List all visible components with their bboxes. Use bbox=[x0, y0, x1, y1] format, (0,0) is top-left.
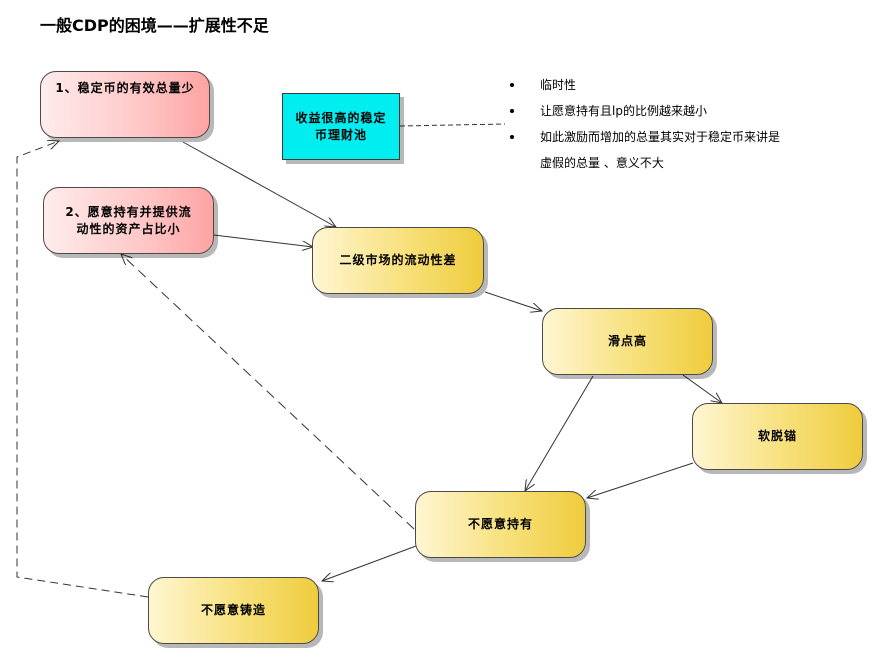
arrow-supply-to-liquidity bbox=[182, 141, 336, 227]
node-liquidity[interactable]: 二级市场的流动性差 bbox=[312, 227, 484, 294]
node-yield-pool-label: 收益很高的稳定币理财池 bbox=[295, 110, 387, 142]
node-liquidity-label: 二级市场的流动性差 bbox=[339, 253, 457, 267]
note-item: 临时性 bbox=[510, 72, 850, 98]
node-slippage[interactable]: 滑点高 bbox=[542, 308, 713, 375]
note-item-continuation: 虚假的总量 、意义不大 bbox=[510, 150, 850, 176]
node-depeg[interactable]: 软脱锚 bbox=[692, 403, 863, 470]
arrow-holding-to-liquidity bbox=[213, 234, 313, 247]
node-slippage-label: 滑点高 bbox=[607, 334, 647, 348]
node-unwilling-mint[interactable]: 不愿意铸造 bbox=[148, 577, 319, 644]
note-connector bbox=[399, 123, 506, 127]
arrow-depeg-to-unwilling-hold bbox=[587, 462, 694, 498]
note-list: 临时性 让愿意持有且lp的比例越来越小 如此激励而增加的总量其实对于稳定币来讲是… bbox=[510, 72, 850, 176]
note-text: 如此激励而增加的总量其实对于稳定币来讲是 bbox=[540, 130, 781, 144]
bullet-dot bbox=[510, 135, 514, 139]
arrow-slippage-to-unwilling-hold bbox=[525, 375, 594, 491]
bullet-dot bbox=[510, 109, 514, 113]
arrow-unwilling-hold-to-mint bbox=[322, 545, 417, 581]
node-unwilling-hold[interactable]: 不愿意持有 bbox=[415, 491, 586, 558]
note-text: 临时性 bbox=[540, 78, 577, 92]
node-unwilling-hold-label: 不愿意持有 bbox=[467, 517, 533, 531]
bullet-dot bbox=[510, 83, 514, 87]
arrow-mint-back-to-supply bbox=[16, 141, 149, 598]
arrow-hold-back-to-holding bbox=[121, 254, 415, 530]
note-text: 让愿意持有且lp的比例越来越小 bbox=[540, 104, 707, 118]
node-stable-supply[interactable]: 1、稳定币的有效总量少 bbox=[40, 71, 210, 138]
node-yield-pool[interactable]: 收益很高的稳定币理财池 bbox=[282, 93, 400, 160]
node-unwilling-mint-label: 不愿意铸造 bbox=[200, 603, 266, 617]
note-item: 让愿意持有且lp的比例越来越小 bbox=[510, 98, 850, 124]
note-item: 如此激励而增加的总量其实对于稳定币来讲是 bbox=[510, 124, 850, 150]
diagram-title: 一般CDP的困境——扩展性不足 bbox=[40, 16, 269, 35]
node-stable-supply-label: 1、稳定币的有效总量少 bbox=[55, 81, 195, 95]
arrow-liquidity-to-slippage bbox=[484, 291, 542, 311]
arrow-slippage-to-depeg bbox=[682, 374, 722, 403]
node-depeg-label: 软脱锚 bbox=[757, 429, 797, 443]
node-holding-ratio[interactable]: 2、愿意持有并提供流动性的资产占比小 bbox=[43, 187, 214, 254]
node-holding-ratio-label: 2、愿意持有并提供流动性的资产占比小 bbox=[65, 204, 192, 236]
note-text: 虚假的总量 、意义不大 bbox=[540, 156, 664, 170]
